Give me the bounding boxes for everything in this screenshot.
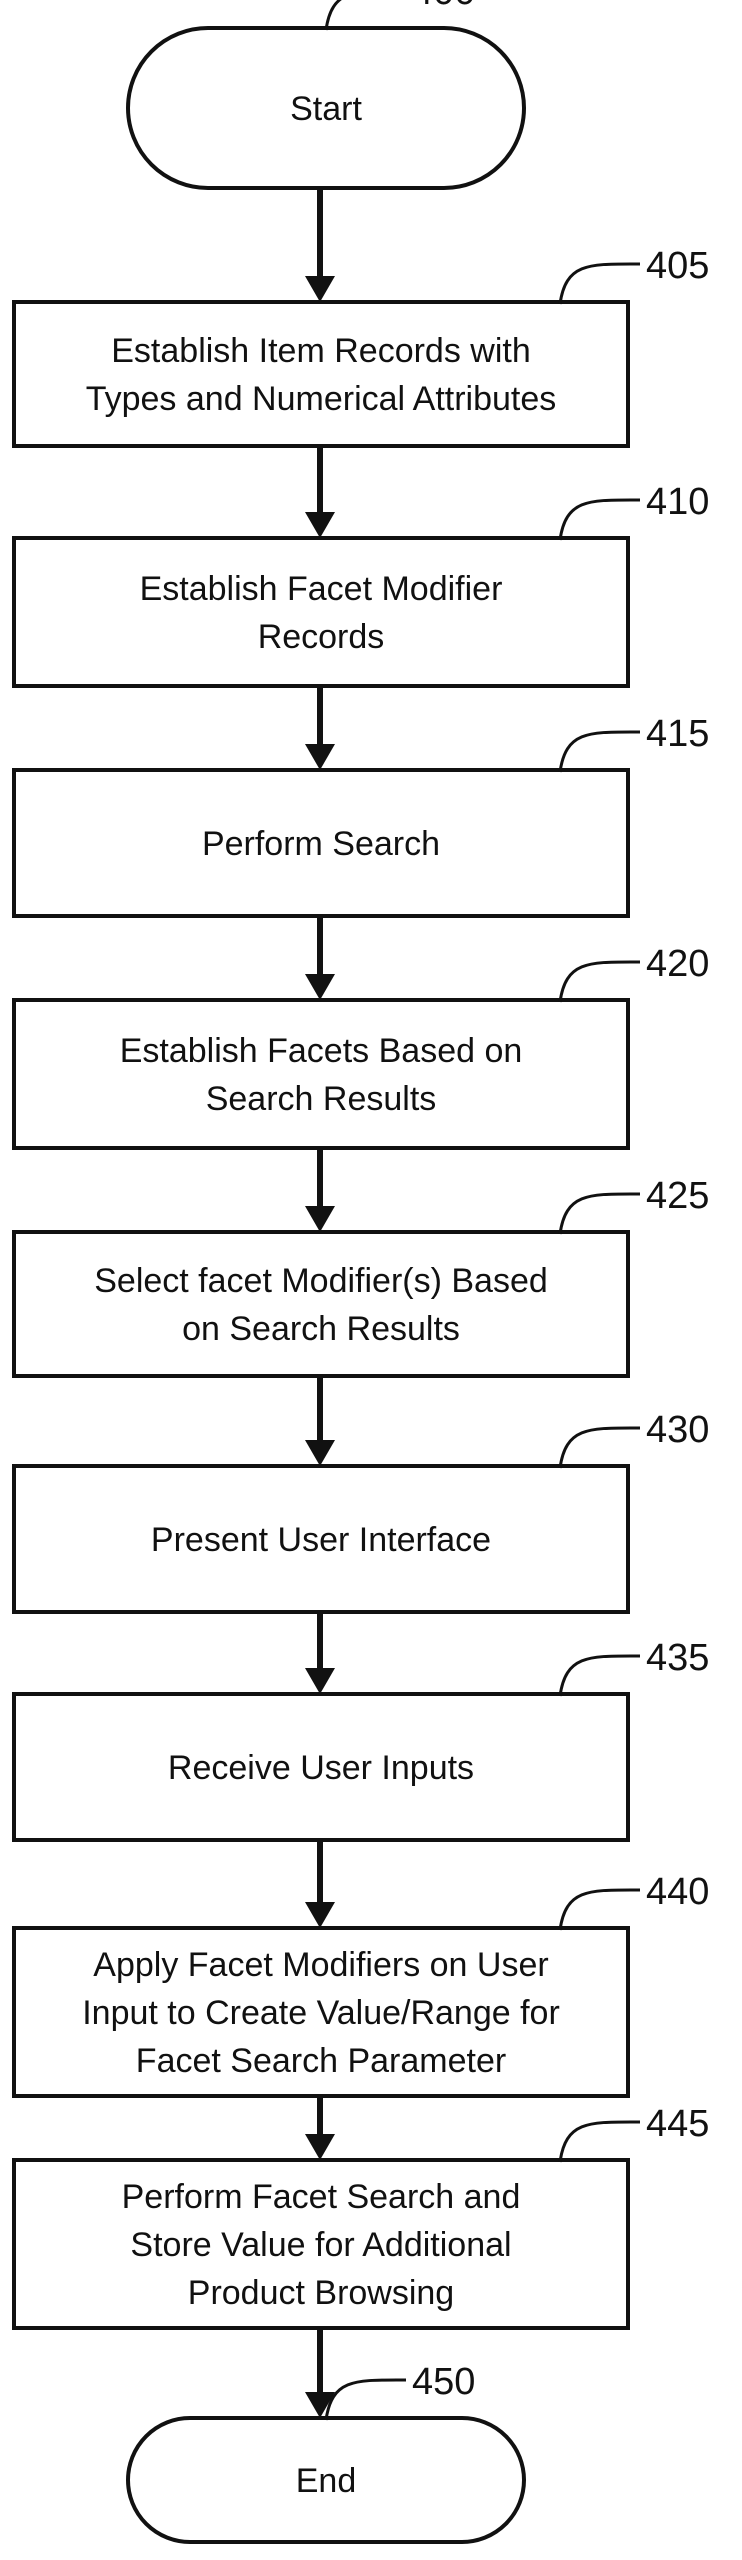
- step-label: Start: [290, 90, 362, 128]
- step-label: Store Value for Additional: [130, 2226, 511, 2264]
- reference-numeral: 405: [646, 245, 709, 287]
- arrowhead: [305, 1206, 335, 1232]
- reference-numeral: 450: [412, 2361, 475, 2403]
- arrowhead: [305, 744, 335, 770]
- step-label: Perform Facet Search and: [122, 2178, 521, 2216]
- terminal-node-400: Start 400: [126, 0, 526, 190]
- step-label: Establish Facets Based on: [120, 1032, 523, 1070]
- step-label: Facet Search Parameter: [136, 2042, 506, 2080]
- reference-leader-line: [558, 1192, 641, 1235]
- process-box: [12, 1230, 630, 1378]
- reference-numeral: 440: [646, 1871, 709, 1913]
- reference-leader-line: [558, 498, 641, 541]
- reference-numeral: 430: [646, 1409, 709, 1451]
- reference-leader-line: [558, 2120, 641, 2163]
- process-box: [12, 536, 630, 688]
- arrowhead: [305, 1440, 335, 1466]
- process-step-425: Select facet Modifier(s) Based on Search …: [12, 1175, 709, 1378]
- reference-numeral: 410: [646, 481, 709, 523]
- step-label: Apply Facet Modifiers on User: [93, 1946, 548, 1984]
- reference-leader-line: [558, 262, 641, 305]
- process-step-430: Present User Interface 430: [12, 1409, 709, 1614]
- step-label: Types and Numerical Attributes: [86, 380, 557, 418]
- process-box: [12, 998, 630, 1150]
- arrowhead: [305, 1902, 335, 1928]
- step-label: Establish Item Records with: [111, 332, 531, 370]
- arrowhead: [305, 512, 335, 538]
- step-label: Product Browsing: [188, 2274, 454, 2312]
- reference-numeral: 435: [646, 1637, 709, 1679]
- step-label: Receive User Inputs: [168, 1749, 474, 1787]
- step-label: Search Results: [206, 1080, 437, 1118]
- process-box: [12, 1692, 630, 1842]
- reference-numeral: 445: [646, 2103, 709, 2145]
- reference-numeral: 415: [646, 713, 709, 755]
- process-step-415: Perform Search 415: [12, 713, 709, 918]
- step-label: Perform Search: [202, 825, 440, 863]
- step-label: Establish Facet Modifier: [140, 570, 503, 608]
- reference-numeral: 420: [646, 943, 709, 985]
- reference-numeral: 400: [412, 0, 475, 13]
- process-box: [12, 768, 630, 918]
- reference-numeral: 425: [646, 1175, 709, 1217]
- process-box: [12, 1926, 630, 2098]
- arrowhead: [305, 276, 335, 302]
- process-box: [12, 2158, 630, 2330]
- reference-leader-line: [558, 960, 641, 1003]
- arrowhead: [305, 2134, 335, 2160]
- process-step-435: Receive User Inputs 435: [12, 1637, 709, 1842]
- process-box: [12, 300, 630, 448]
- reference-leader-line: [558, 730, 641, 773]
- arrowhead: [305, 974, 335, 1000]
- step-label: on Search Results: [182, 1310, 460, 1348]
- reference-leader-line: [558, 1654, 641, 1697]
- step-label: Present User Interface: [151, 1521, 491, 1559]
- reference-leader-line: [558, 1426, 641, 1469]
- process-step-420: Establish Facets Based on Search Results 4…: [12, 943, 709, 1150]
- arrowhead: [305, 1668, 335, 1694]
- reference-leader-line: [558, 1888, 641, 1931]
- step-label: Input to Create Value/Range for: [82, 1994, 560, 2032]
- process-box: [12, 1464, 630, 1614]
- step-label: Records: [258, 618, 385, 656]
- step-label: Select facet Modifier(s) Based: [94, 1262, 548, 1300]
- arrowhead: [305, 2392, 335, 2418]
- step-label: End: [296, 2462, 357, 2500]
- terminal-node-450: End 450: [126, 2361, 526, 2544]
- reference-leader-line: [324, 2378, 407, 2421]
- reference-leader-line: [324, 0, 342, 31]
